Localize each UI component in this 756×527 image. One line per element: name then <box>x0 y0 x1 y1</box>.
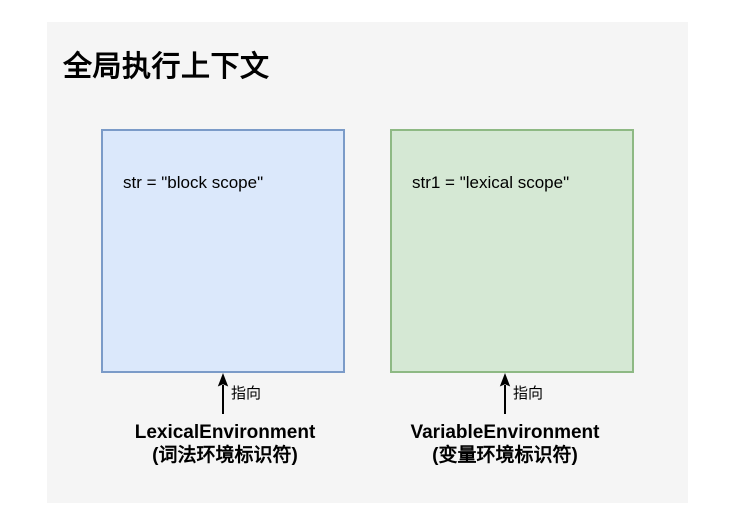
lexical-environment-label: LexicalEnvironment (词法环境标识符) <box>110 421 340 467</box>
diagram-title: 全局执行上下文 <box>63 51 270 83</box>
diagram-canvas: 全局执行上下文 str = "block scope" str1 = "lexi… <box>47 22 688 503</box>
variable-arrow-caption: 指向 <box>513 385 544 402</box>
variable-box-variable-text: str1 = "lexical scope" <box>412 173 570 192</box>
lexical-box-variable-text: str = "block scope" <box>123 173 264 192</box>
lexical-environment-label-zh: (词法环境标识符) <box>152 445 298 466</box>
variable-environment-box: str1 = "lexical scope" <box>390 129 634 373</box>
variable-environment-label: VariableEnvironment (变量环境标识符) <box>390 421 620 467</box>
lexical-arrow-group: 指向 <box>216 373 306 417</box>
lexical-environment-box: str = "block scope" <box>101 129 345 373</box>
lexical-arrow-caption: 指向 <box>231 385 262 402</box>
up-arrow-icon <box>217 373 229 414</box>
variable-environment-label-en: VariableEnvironment <box>410 422 600 443</box>
variable-arrow-group: 指向 <box>498 373 588 417</box>
lexical-environment-label-en: LexicalEnvironment <box>134 422 316 443</box>
variable-environment-label-zh: (变量环境标识符) <box>432 445 578 466</box>
up-arrow-icon <box>499 373 511 414</box>
